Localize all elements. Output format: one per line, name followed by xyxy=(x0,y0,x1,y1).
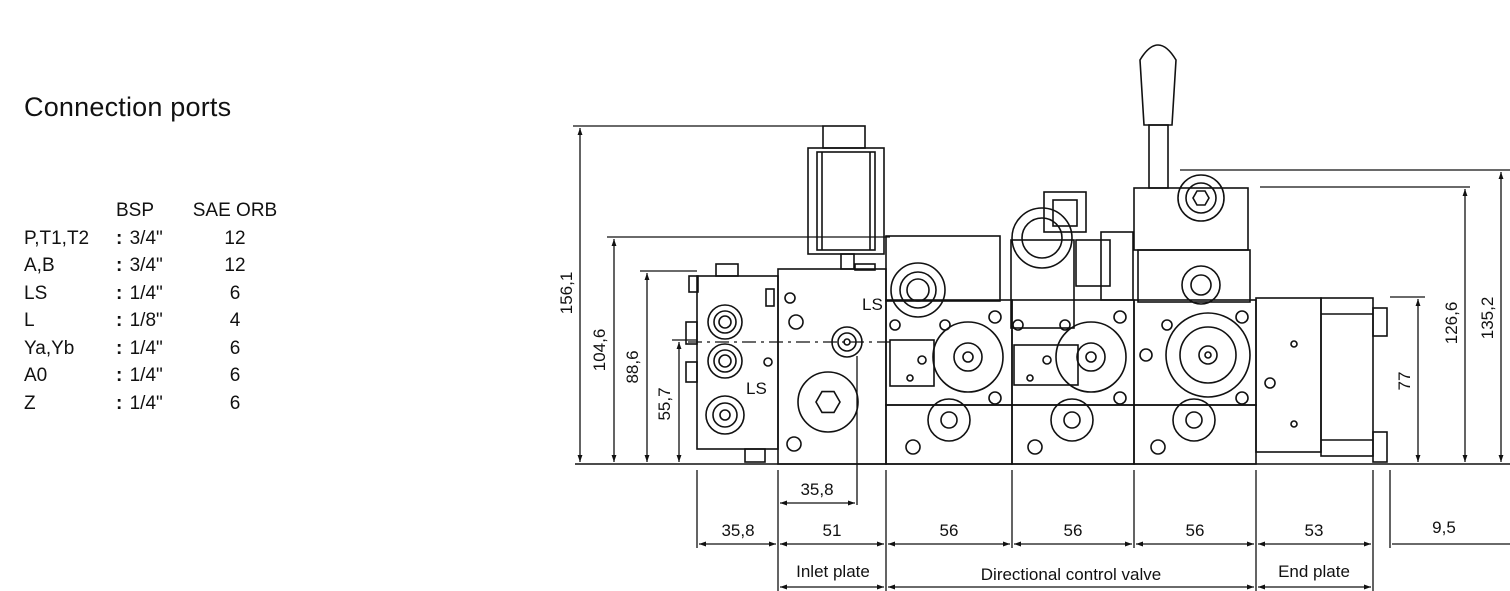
table-row: LS: 1/4"6 xyxy=(24,280,288,308)
separator: : xyxy=(116,282,123,304)
dim-port-height: 55,7 xyxy=(655,387,674,420)
dim-total-height: 156,1 xyxy=(557,272,576,315)
bsp-size: : 3/4" xyxy=(116,225,182,253)
end-plate-label: End plate xyxy=(1278,562,1350,581)
dim-right-total-height: 135,2 xyxy=(1478,297,1497,340)
separator: : xyxy=(116,227,123,249)
bsp-size: : 1/4" xyxy=(116,362,182,390)
bsp-value: 3/4" xyxy=(129,255,163,276)
header-bsp: BSP xyxy=(116,200,155,221)
valve-outline xyxy=(575,44,1510,465)
vertical-dimensions xyxy=(573,125,1510,462)
ls-port-label-top: LS xyxy=(862,295,883,314)
port-name: A,B xyxy=(24,255,55,276)
bsp-value: 3/4" xyxy=(129,227,163,249)
bsp-size: : 1/4" xyxy=(116,335,182,363)
table-row: Z: 1/4"6 xyxy=(24,390,288,418)
dim-block-height: 88,6 xyxy=(623,350,642,383)
bsp-size: : 3/4" xyxy=(116,252,182,280)
separator: : xyxy=(116,255,123,276)
inlet-plate-label: Inlet plate xyxy=(796,562,870,581)
header-sae: SAE ORB xyxy=(192,200,278,221)
bsp-size: : 1/4" xyxy=(116,390,182,418)
table-row: L: 1/8"4 xyxy=(24,307,288,335)
bsp-size: : 1/4" xyxy=(116,280,182,308)
dim-section-3: 56 xyxy=(1186,521,1205,540)
sae-size: 12 xyxy=(224,227,246,249)
separator: : xyxy=(116,337,123,359)
sae-size: 6 xyxy=(229,365,241,386)
dim-end-port-height: 77 xyxy=(1395,372,1414,391)
dim-left-block: 35,8 xyxy=(721,521,754,540)
bsp-value: 1/4" xyxy=(129,337,163,359)
separator: : xyxy=(116,392,123,414)
horizontal-dimensions xyxy=(696,356,1510,591)
separator: : xyxy=(116,365,123,386)
dim-inlet-plate: 51 xyxy=(823,521,842,540)
dim-section-1: 56 xyxy=(940,521,959,540)
ls-port-label-side: LS xyxy=(746,379,767,398)
table-row: P,T1,T2: 3/4"12 xyxy=(24,225,288,253)
dim-inlet-height: 104,6 xyxy=(590,329,609,372)
bsp-size: : 1/8" xyxy=(116,307,182,335)
table-row: Ya,Yb: 1/4"6 xyxy=(24,335,288,363)
port-name: LS xyxy=(24,282,48,304)
port-name: Z xyxy=(24,392,36,414)
port-name: Ya,Yb xyxy=(24,337,75,359)
table-row: A0: 1/4"6 xyxy=(24,362,288,390)
dim-end-plate-height: 126,6 xyxy=(1442,302,1461,345)
sae-size: 6 xyxy=(229,392,241,414)
connection-ports-title: Connection ports xyxy=(24,92,232,122)
table-header-row: BSP SAE ORB xyxy=(24,197,288,225)
dim-inlet-port-offset: 35,8 xyxy=(800,480,833,499)
bsp-value: 1/4" xyxy=(129,365,163,386)
sae-size: 6 xyxy=(229,282,241,304)
sae-size: 12 xyxy=(224,255,246,276)
port-name: A0 xyxy=(24,365,48,386)
port-name: L xyxy=(24,310,35,331)
sae-size: 4 xyxy=(229,310,241,331)
bsp-value: 1/8" xyxy=(129,310,163,331)
sae-size: 6 xyxy=(229,337,241,359)
dim-end-overhang: 9,5 xyxy=(1432,518,1456,537)
port-name: P,T1,T2 xyxy=(24,227,90,249)
separator: : xyxy=(116,310,123,331)
bsp-value: 1/4" xyxy=(129,392,163,414)
table-row: A,B: 3/4"12 xyxy=(24,252,288,280)
dim-section-2: 56 xyxy=(1064,521,1083,540)
dim-end-plate: 53 xyxy=(1305,521,1324,540)
directional-control-valve-label: Directional control valve xyxy=(981,565,1161,584)
bsp-value: 1/4" xyxy=(129,282,163,304)
